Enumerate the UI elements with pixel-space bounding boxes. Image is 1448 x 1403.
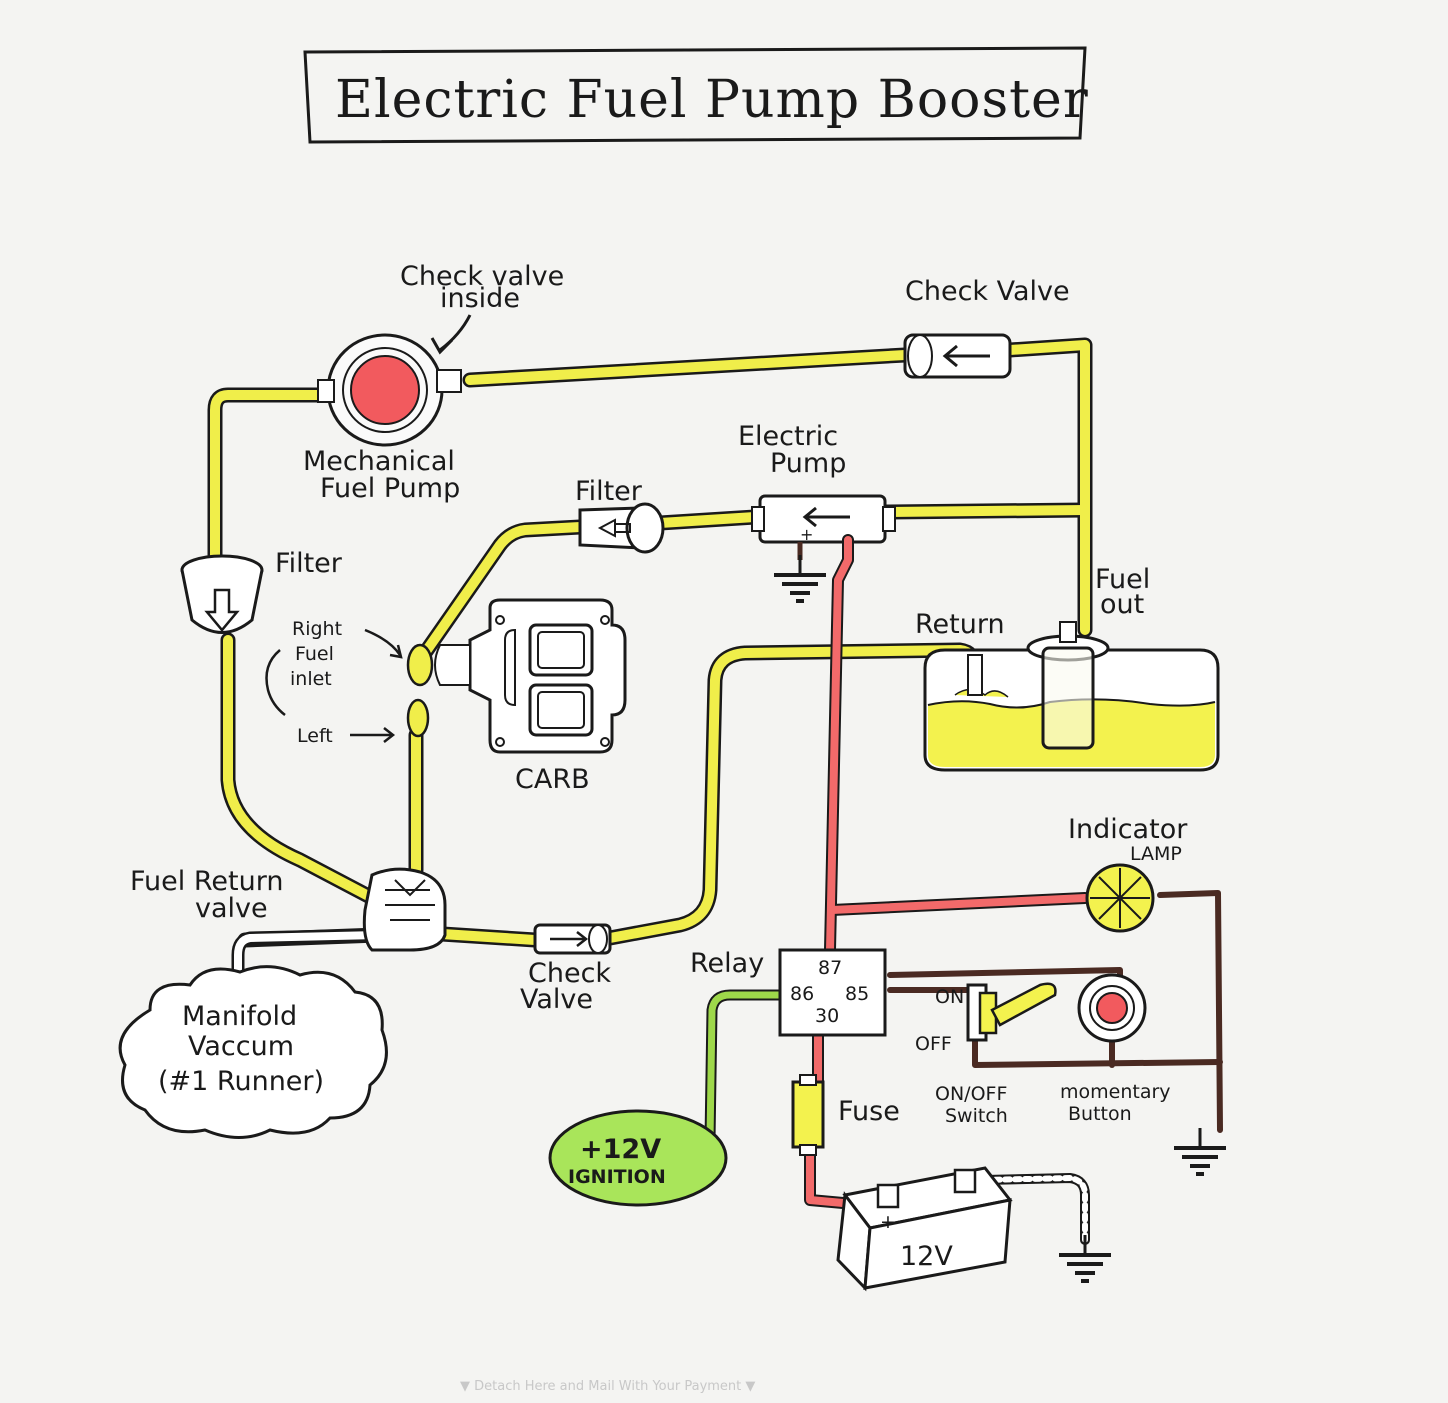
return-label: Return [915,609,1005,640]
svg-text:Switch: Switch [945,1105,1008,1127]
ignition-source: +12V IGNITION [548,1109,728,1207]
mechanical-fuel-pump-label: Mechanical Fuel Pump [303,446,460,504]
svg-text:30: 30 [815,1005,839,1027]
fuse-label: Fuse [838,1096,900,1127]
fuel-tank: Return Fuel out [915,564,1220,772]
svg-text:Check valve: Check valve [400,261,564,292]
battery-ground [1057,1233,1113,1283]
ground-symbol-icon [1172,1126,1228,1176]
check-valve-bottom: Check Valve [520,923,612,1015]
svg-text:+: + [880,1211,896,1233]
carb-label: CARB [515,764,590,795]
fuel-return-valve-label: Fuel Return [130,866,283,897]
lamp-icon [1085,863,1155,933]
check-valve-top: Check Valve [903,276,1070,379]
svg-text:87: 87 [818,957,842,979]
svg-text:Vaccum: Vaccum [188,1031,294,1062]
filter-top-label: Filter [575,476,643,507]
arrow-right-icon [550,931,589,947]
svg-text:IGNITION: IGNITION [568,1166,666,1188]
on-off-switch: ON OFF ON/OFF Switch [915,982,1057,1127]
fuel-return-valve: Fuel Return valve [130,866,447,952]
check-valve-top-label: Check Valve [905,276,1070,307]
relay-label: Relay [690,948,764,979]
momentary-button: momentary Button [1060,973,1171,1125]
battery-icon [836,1166,1013,1292]
title-box: Electric Fuel Pump Booster [303,46,1089,144]
page-title: Electric Fuel Pump Booster [335,70,1089,130]
svg-text:+: + [800,525,813,544]
arrow-left-icon [802,506,850,528]
svg-text:Valve: Valve [520,984,593,1015]
svg-text:inlet: inlet [290,668,332,690]
push-button-icon [1077,973,1147,1043]
carburetor: CARB [406,598,627,795]
mechanical-fuel-pump [317,333,462,447]
svg-text:Fuel Pump: Fuel Pump [320,473,460,504]
svg-text:ON: ON [935,986,964,1008]
relay: Relay 87 86 85 30 [690,948,887,1037]
svg-text:out: out [1100,589,1144,620]
switch-ground [1172,1126,1228,1176]
indicator-lamp: Indicator LAMP [1068,814,1188,933]
svg-text:Fuel: Fuel [295,643,334,665]
check-valve-inside-label: Check valve inside [400,261,564,355]
svg-text:(#1 Runner): (#1 Runner) [158,1066,324,1097]
filter-top: Filter [575,476,665,554]
svg-text:OFF: OFF [915,1033,952,1055]
fuel-out-label: Fuel [1095,564,1150,595]
arrow-left-icon [942,344,990,368]
fuel-inlet-labels: Right Fuel inlet Left [265,618,403,747]
fuse: Fuse [791,1074,900,1156]
on-off-switch-label: ON/OFF [935,1083,1007,1105]
momentary-button-label: momentary [1060,1081,1171,1103]
svg-text:Button: Button [1068,1103,1132,1125]
svg-text:valve: valve [195,893,268,924]
svg-text:LAMP: LAMP [1130,843,1182,865]
faint-background-text: ▼ Detach Here and Mail With Your Payment… [460,1379,755,1394]
svg-text:inside: inside [440,283,520,314]
battery-label: 12V [900,1241,953,1272]
svg-text:Left: Left [297,725,333,747]
svg-text:Manifold: Manifold [182,1001,297,1032]
ground-symbol-icon [1057,1233,1113,1283]
battery: + 12V [836,1166,1013,1292]
indicator-lamp-label: Indicator [1068,814,1188,845]
filter-left: Filter [180,548,343,634]
electric-pump: + Electric Pump [738,421,896,544]
ground-symbol-icon [772,553,828,603]
toggle-switch-icon [978,982,1057,1035]
svg-text:Right: Right [292,618,342,640]
manifold-vacuum-cloud: Manifold Vaccum (#1 Runner) [118,965,388,1139]
svg-text:Pump: Pump [770,448,846,479]
svg-text:Mechanical: Mechanical [303,446,455,477]
svg-text:+12V: +12V [580,1134,661,1165]
filter-left-label: Filter [275,548,343,579]
arrow-down-icon [204,588,240,632]
pump-ground [772,542,828,603]
electric-pump-label: Electric [738,421,838,452]
svg-text:85: 85 [845,983,869,1005]
svg-text:86: 86 [790,983,814,1005]
check-valve-bottom-label: Check [528,958,611,989]
